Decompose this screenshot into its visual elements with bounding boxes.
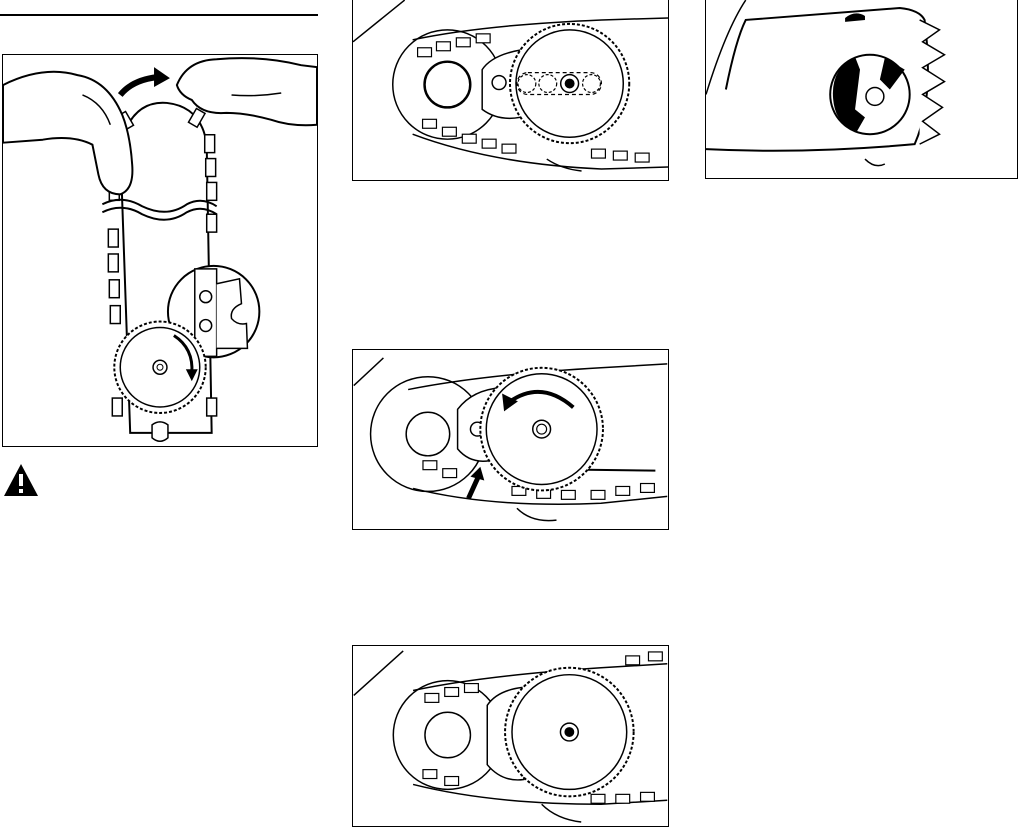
rotation-arrow-icon [120,77,157,95]
warning-triangle-icon [2,462,40,498]
chain-on-bar-illustration [3,55,317,446]
sprocket-icon [480,368,603,491]
tensioner-knob-icon [830,55,909,134]
push-arrow-icon [468,477,478,499]
sprocket-locked-illustration [353,646,668,826]
chain-on-bar-figure [2,54,318,447]
sprocket-locked-figure [352,645,669,827]
sprocket-pinned-figure [352,0,669,181]
tensioner-cover-figure [705,0,1018,179]
left-hand-icon [3,72,132,195]
sprocket-pinned-illustration [353,0,668,180]
sprocket-icon [510,24,629,143]
tensioner-cover-illustration [706,0,1017,178]
section-rule [0,14,318,16]
sprocket-rotate-figure [352,349,669,530]
sprocket-icon [505,668,634,797]
sprocket-rotate-illustration [353,350,668,529]
